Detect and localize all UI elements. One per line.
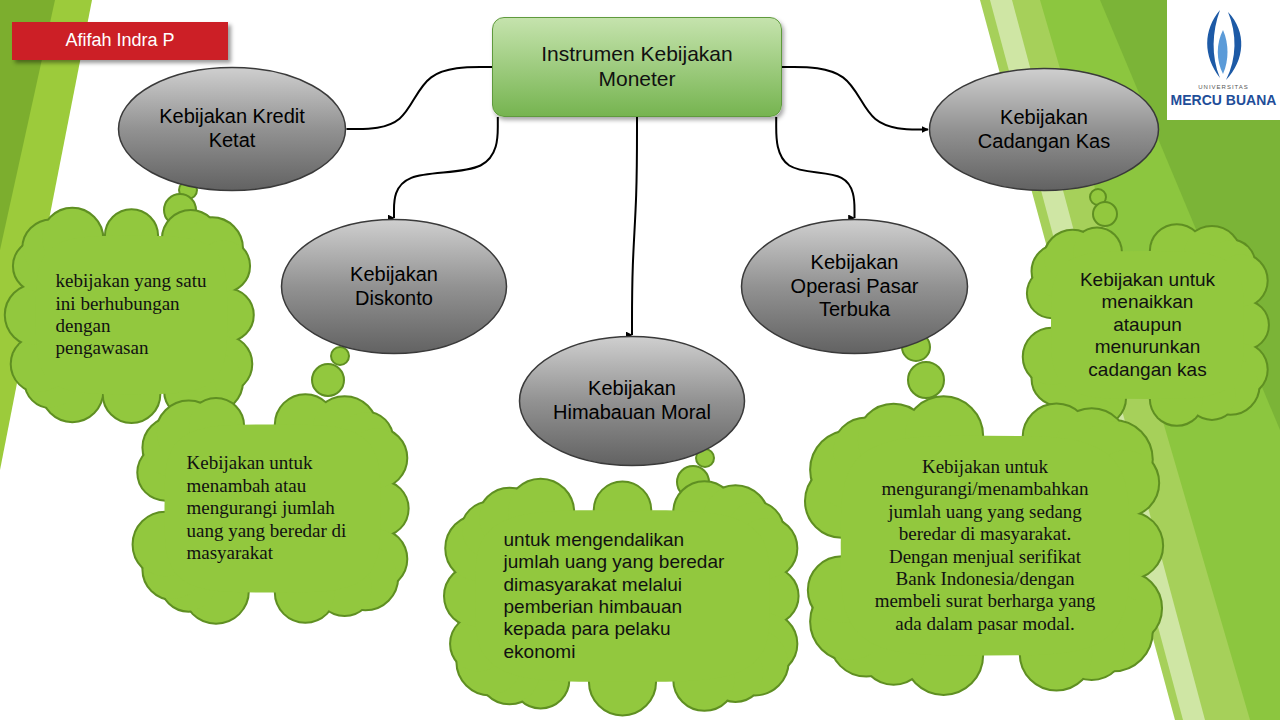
cloud-body [165, 425, 381, 593]
node-text: Kebijakan untuk mengurangi/menambahkan j… [870, 456, 1101, 635]
logo-flame [1226, 12, 1241, 80]
policy-ellipse: Kebijakan Cadangan Kas [928, 67, 1160, 192]
node-text: Kebijakan Diskonto [314, 263, 474, 310]
node-text: Afifah Indra P [22, 30, 218, 51]
cloud-outline [806, 397, 1162, 694]
note-cloud: kebijakan yang satu ini berhubungan deng… [8, 208, 255, 422]
root-box: Instrumen Kebijakan Moneter [492, 17, 782, 117]
logo-flame [1218, 30, 1228, 74]
ellipse-outline [742, 220, 968, 354]
logo-caption: UNIVERSITAS [1167, 84, 1280, 90]
cloud-fill [1024, 225, 1268, 425]
node-text: Kebijakan Cadangan Kas [963, 106, 1125, 153]
thought-bubble [1093, 202, 1117, 226]
thought-bubble [908, 362, 944, 398]
note-cloud: Kebijakan untuk menambah atau mengurangi… [135, 395, 410, 622]
cloud-fill [445, 480, 798, 715]
logo-name: MERCU BUANA [1167, 92, 1280, 108]
cloud-body [841, 436, 1130, 656]
policy-ellipse: Kebijakan Kredit Ketat [117, 66, 347, 192]
policy-ellipse: Kebijakan Himabauan Moral [518, 335, 746, 467]
cloud-fill [806, 397, 1162, 694]
node-text: Kebijakan untuk menambah atau mengurangi… [187, 452, 359, 564]
policy-ellipse: Kebijakan Diskonto [280, 218, 508, 355]
cloud-outline [6, 209, 253, 422]
logo-ground [1167, 0, 1280, 120]
cloud-body [36, 236, 227, 394]
arrow-connector [776, 117, 854, 218]
arrow-connector [632, 117, 637, 335]
ellipse-outline [930, 69, 1159, 191]
node-text: Kebijakan untuk menaikkan ataupun menuru… [1071, 269, 1225, 381]
cloud-outline [445, 480, 798, 715]
thought-bubble [312, 364, 344, 396]
note-cloud: Kebijakan untuk mengurangi/menambahkan j… [805, 400, 1165, 691]
node-text: Kebijakan Operasi Pasar Terbuka [774, 251, 934, 322]
cloud-outline [1024, 225, 1268, 425]
author-tag: Afifah Indra P [12, 22, 228, 60]
node-text: kebijakan yang satu ini berhubungan deng… [56, 270, 208, 360]
ellipse-outline [119, 68, 346, 191]
arrow-connector [394, 117, 498, 218]
node-text: Instrumen Kebijakan Moneter [503, 42, 771, 92]
arrow-connector [347, 67, 492, 129]
cloud-fill [6, 209, 253, 422]
logo-flame [1207, 10, 1220, 78]
note-cloud: Kebijakan untuk menaikkan ataupun menuru… [1025, 225, 1270, 425]
cloud-body [475, 510, 770, 682]
thought-bubble [331, 347, 349, 365]
arrow-connector [782, 67, 928, 130]
cloud-shape [8, 208, 255, 422]
node-text: Kebijakan Kredit Ketat [152, 105, 313, 152]
node-text: Kebijakan Himabauan Moral [552, 377, 712, 424]
cloud-body [1051, 251, 1244, 399]
ellipse-outline [282, 220, 507, 354]
cloud-fill [134, 395, 408, 623]
policy-ellipse: Kebijakan Operasi Pasar Terbuka [740, 218, 969, 355]
cloud-outline [134, 395, 408, 623]
ellipse-outline [520, 337, 745, 466]
node-text: untuk mengendalikan jumlah uang yang ber… [504, 529, 742, 663]
note-cloud: untuk mengendalikan jumlah uang yang ber… [445, 480, 800, 712]
